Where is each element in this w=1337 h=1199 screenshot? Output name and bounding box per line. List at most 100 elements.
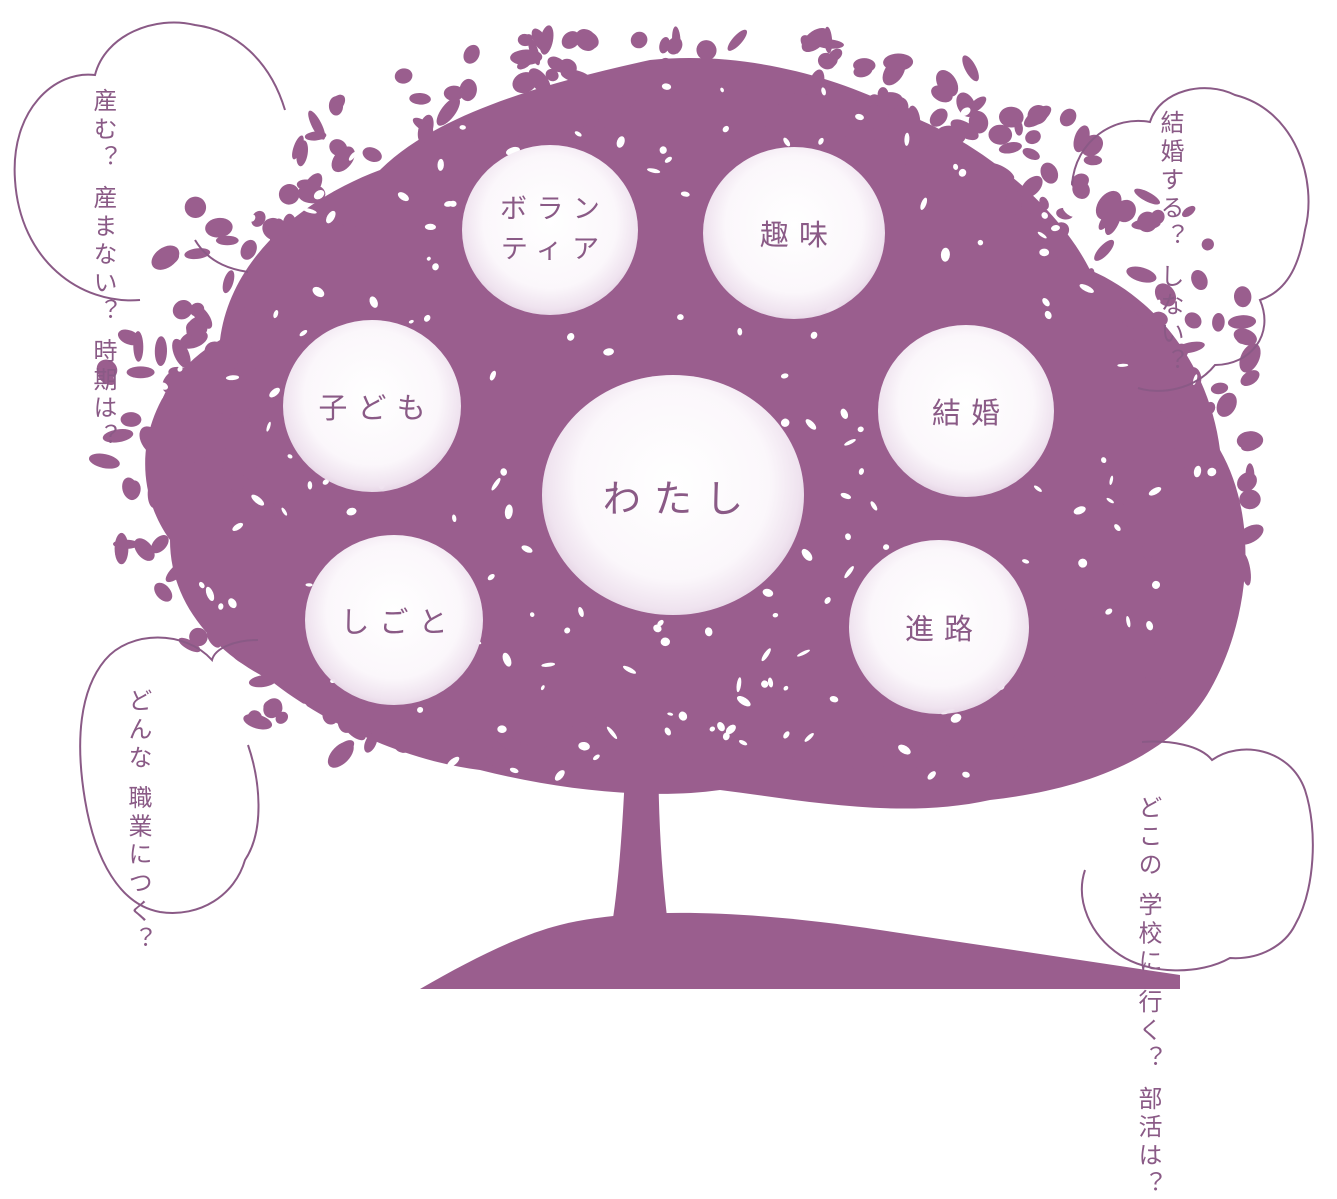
- leaf-shape: [571, 710, 587, 734]
- leaf-shape: [1159, 415, 1184, 443]
- leaf-gap: [659, 146, 667, 154]
- leaf-shape: [988, 124, 1013, 145]
- leaf-gap: [346, 507, 357, 516]
- volunteer-label-line1: ボラン: [500, 194, 610, 225]
- leaf-gap: [437, 158, 444, 171]
- leaf-gap: [228, 598, 237, 609]
- leaf-shape: [630, 31, 648, 49]
- course-question-line4: 部活は？: [1134, 1085, 1162, 1199]
- leaf-shape: [436, 97, 460, 126]
- leaf-shape: [292, 135, 304, 160]
- leaf-gap: [1039, 248, 1050, 257]
- leaf-shape: [296, 140, 309, 167]
- leaf-gap: [898, 744, 911, 755]
- leaf-shape: [193, 457, 209, 474]
- leaf-shape: [448, 716, 466, 729]
- leaf-gap: [920, 197, 928, 210]
- leaf-gap: [960, 107, 971, 116]
- leaf-gap: [366, 133, 372, 141]
- leaf-shape: [1123, 494, 1152, 516]
- leaf-gap: [722, 125, 729, 133]
- leaf-shape: [1161, 586, 1193, 601]
- leaf-shape: [1185, 638, 1213, 664]
- leaf-shape: [848, 748, 866, 769]
- leaf-gap: [664, 727, 671, 736]
- leaf-gap: [1151, 580, 1161, 589]
- leaf-gap: [858, 468, 864, 475]
- leaf-gap: [616, 136, 625, 148]
- leaf-shape: [88, 453, 120, 469]
- leaf-shape: [883, 53, 914, 71]
- leaf-gap: [824, 597, 831, 604]
- leaf-shape: [1027, 104, 1048, 125]
- leaf-shape: [981, 719, 995, 731]
- leaf-shape: [845, 731, 863, 755]
- work-question-line2: 職業につく？: [124, 784, 152, 955]
- leaf-shape: [96, 359, 118, 380]
- leaf-shape: [327, 741, 354, 768]
- leaf-shape: [430, 707, 442, 740]
- leaf-shape: [446, 140, 464, 171]
- leaf-shape: [168, 366, 197, 384]
- children-question-text: 産む？ 産まない？ 時期は？: [83, 88, 123, 452]
- leaf-gap: [664, 156, 672, 163]
- leaf-shape: [262, 526, 279, 543]
- leaf-shape: [528, 37, 541, 66]
- hobby-label: 趣味: [759, 218, 839, 252]
- leaf-gap: [805, 419, 817, 430]
- leaf-shape: [485, 108, 499, 123]
- leaf-shape: [620, 107, 649, 129]
- leaf-shape: [238, 481, 258, 511]
- leaf-shape: [1039, 196, 1049, 210]
- leaf-shape: [171, 458, 194, 475]
- leaf-shape: [534, 716, 558, 748]
- leaf-shape: [1061, 732, 1082, 756]
- leaf-gap: [1126, 615, 1131, 628]
- leaf-shape: [513, 115, 539, 139]
- leaf-gap: [299, 329, 308, 337]
- leaf-gap: [1101, 457, 1107, 464]
- leaf-gap: [720, 87, 724, 93]
- leaf-shape: [1082, 710, 1099, 722]
- leaf-gap: [305, 583, 313, 587]
- course-question-line2: 学校に: [1134, 891, 1162, 977]
- leaf-shape: [539, 25, 554, 55]
- leaf-gap: [738, 740, 748, 746]
- leaf-shape: [1161, 537, 1192, 557]
- work-label: しごと: [340, 605, 458, 639]
- leaf-gap: [165, 360, 173, 367]
- leaf-shape: [178, 575, 204, 595]
- leaf-gap: [1062, 192, 1070, 201]
- leaf-shape: [545, 68, 559, 82]
- leaf-gap: [678, 711, 688, 721]
- leaf-shape: [266, 326, 284, 343]
- marriage-question-text: 結婚する？ しない？: [1150, 110, 1190, 377]
- leaf-shape: [494, 732, 522, 753]
- leaf-gap: [1042, 298, 1050, 307]
- leaf-gap: [829, 695, 839, 703]
- leaf-shape: [302, 173, 323, 200]
- leaf-gap: [737, 327, 743, 336]
- leaf-gap: [452, 514, 457, 523]
- leaf-gap: [444, 201, 454, 207]
- leaf-gap: [870, 501, 878, 511]
- leaf-shape: [1098, 531, 1112, 545]
- leaf-shape: [588, 80, 607, 96]
- leaf-shape: [907, 105, 921, 131]
- leaf-shape: [888, 105, 912, 127]
- leaf-shape: [1110, 498, 1130, 530]
- leaf-shape: [311, 244, 329, 261]
- leaf-gap: [660, 637, 670, 647]
- leaf-gap: [578, 606, 584, 618]
- leaf-shape: [870, 740, 889, 772]
- leaf-shape: [1099, 574, 1116, 589]
- leaf-shape: [263, 698, 283, 719]
- leaf-gap: [606, 726, 618, 739]
- leaf-shape: [1024, 659, 1042, 673]
- leaf-gap: [266, 421, 271, 432]
- leaf-shape: [514, 727, 531, 737]
- leaf-shape: [120, 412, 142, 427]
- leaf-shape: [249, 501, 276, 528]
- volunteer-bubble: ボラン ティア: [462, 145, 638, 315]
- leaf-gap: [326, 214, 333, 223]
